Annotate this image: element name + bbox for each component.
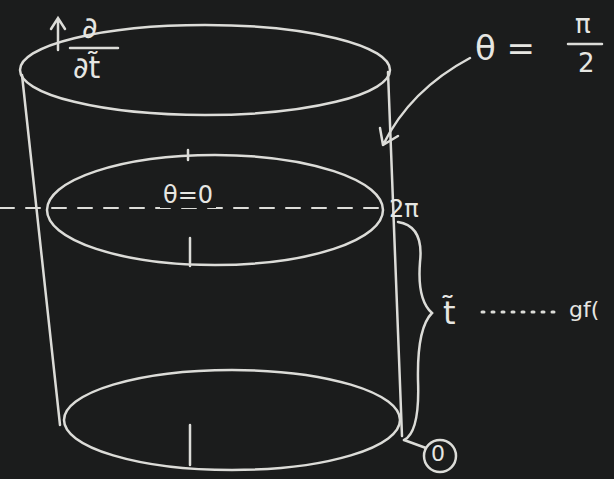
cylinder-side (22, 75, 60, 425)
coordinate-label: 0 (428, 442, 448, 466)
coordinate-label: t̃ (440, 296, 459, 330)
angle-label: θ = (472, 30, 538, 66)
coordinate-label: 2π (386, 196, 422, 222)
brace (398, 222, 432, 440)
middle-ellipse (47, 155, 383, 265)
up-arrow (51, 18, 65, 50)
tick (189, 425, 192, 465)
cylinder-side (388, 72, 402, 436)
math-symbol: 2 (575, 49, 598, 77)
fraction-bar (568, 43, 602, 46)
pointer-arrow (380, 58, 470, 145)
note-text: gf( (566, 298, 602, 322)
circle (424, 440, 456, 472)
math-symbol: ∂t̃ (70, 52, 103, 84)
fraction-bar (70, 47, 118, 50)
math-symbol: π (572, 10, 594, 38)
leader (404, 440, 426, 448)
tick (187, 150, 190, 160)
bottom-ellipse (64, 370, 400, 470)
math-symbol: ∂ (79, 12, 101, 44)
angle-label: θ=0 (160, 182, 216, 208)
top-ellipse (20, 25, 390, 115)
tick (189, 238, 192, 266)
dotted-leader (482, 311, 562, 314)
